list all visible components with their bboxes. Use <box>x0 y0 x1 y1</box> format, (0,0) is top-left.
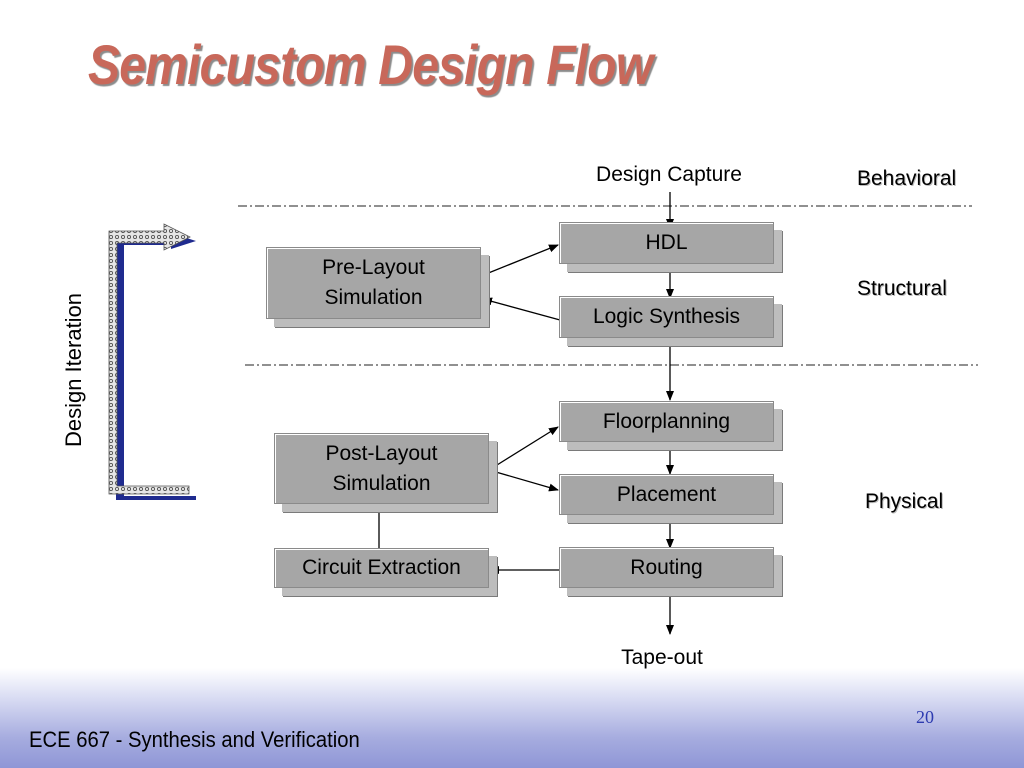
post-layout-line-1: Post-Layout <box>325 441 438 465</box>
arrow-synthesis-to-prelayout <box>482 297 561 321</box>
footer-course-title: ECE 667 - Synthesis and Verification <box>29 727 360 752</box>
logic-synthesis-box: Logic Synthesis <box>559 296 774 338</box>
pre-layout-line-1: Pre-Layout <box>322 256 425 279</box>
design-iteration-label: Design Iteration <box>61 292 86 448</box>
placement-label: Placement <box>616 482 717 506</box>
post-layout-simulation-box: Post-Layout Simulation <box>274 433 489 504</box>
hdl-label: HDL <box>645 231 688 254</box>
post-layout-line-2: Simulation <box>332 471 431 495</box>
slide-title: Semicustom Design Flow <box>88 33 653 96</box>
level-structural: Structural <box>857 277 947 300</box>
routing-box: Routing <box>559 547 774 588</box>
routing-label: Routing <box>630 555 703 579</box>
arrow-postlayout-to-placement <box>488 469 559 492</box>
design-iteration-arrow <box>108 223 196 500</box>
floorplanning-label: Floorplanning <box>602 409 731 433</box>
tape-out-label: Tape-out <box>621 646 703 669</box>
hdl-box: HDL <box>559 222 774 264</box>
level-physical: Physical <box>865 490 944 513</box>
floorplanning-box: Floorplanning <box>559 401 774 442</box>
pre-layout-line-2: Simulation <box>324 286 423 309</box>
slide-page-number: 20 <box>916 707 934 727</box>
logic-synthesis-label: Logic Synthesis <box>592 305 741 328</box>
placement-box: Placement <box>559 474 774 515</box>
design-capture-label: Design Capture <box>596 163 742 186</box>
circuit-extraction-label: Circuit Extraction <box>302 556 461 579</box>
footer-gradient-band <box>0 668 1024 768</box>
pre-layout-simulation-box: Pre-Layout Simulation <box>266 247 481 319</box>
arrow-postlayout-to-floorplanning <box>488 426 559 471</box>
level-behavioral: Behavioral <box>857 167 957 190</box>
circuit-extraction-box: Circuit Extraction <box>274 548 489 588</box>
arrow-prelayout-to-hdl <box>480 244 559 277</box>
